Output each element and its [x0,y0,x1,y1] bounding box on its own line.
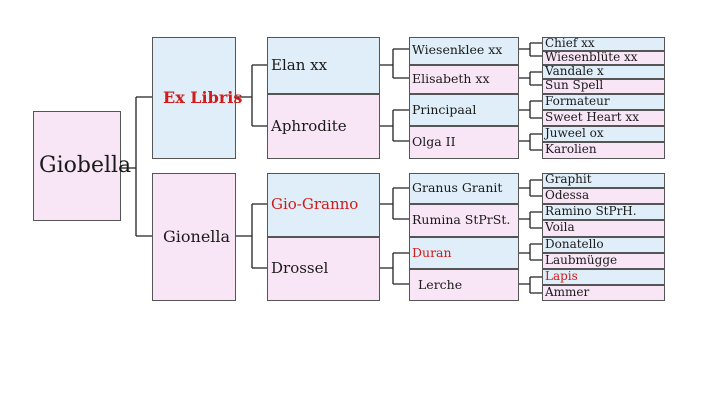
dsd-dam-name: Voila [545,220,575,234]
sdd-dam-name: Karolien [545,142,597,156]
sire-dam-box [267,94,380,159]
dds-dam-box [542,253,665,269]
ssd-dam-box [542,79,665,94]
subject-name: Giobella [39,153,132,178]
ss-sire-box [409,37,519,65]
dam-sire-name: Gio-Granno [271,195,359,213]
dam-name: Gionella [163,227,231,246]
dam-sire-box [267,173,380,237]
sds-dam-box [542,110,665,126]
ddd-dam-box [542,285,665,301]
dd-dam-box [409,269,519,301]
sdd-sire-name: Juweel ox [545,126,604,140]
sire-sire-name: Elan xx [271,56,328,74]
ssd-sire-name: Vandale x [545,64,604,78]
sd-dam-box [409,126,519,159]
sd-dam-name: Olga II [412,134,456,149]
sd-sire-box [409,94,519,126]
sds-sire-name: Formateur [545,94,610,108]
dam-dam-box [267,237,380,301]
dds-dam-name: Laubmügge [545,253,618,267]
dds-sire-name: Donatello [545,237,604,251]
sdd-dam-box [542,142,665,159]
sds-sire-box [542,94,665,110]
dd-sire-box [409,237,519,269]
sss-sire-name: Chief xx [545,36,595,50]
sd-sire-name: Principaal [412,102,477,117]
sss-dam-box [542,51,665,65]
sss-sire-box [542,37,665,51]
dd-dam-name: Lerche [418,277,463,292]
dam-dam-name: Drossel [271,259,329,277]
ss-dam-box [409,65,519,94]
ssd-sire-box [542,65,665,79]
dam-box [152,173,236,301]
dsd-dam-box [542,220,665,237]
ss-dam-name: Elisabeth xx [412,71,490,86]
dsd-sire-box [542,204,665,220]
dss-sire-box [542,173,665,188]
sire-name: Ex Libris [163,88,243,107]
dsd-sire-name: Ramino StPrH. [545,204,637,218]
subject-box [33,111,121,221]
ds-dam-box [409,204,519,237]
sire-dam-name: Aphrodite [271,117,347,135]
sdd-sire-box [542,126,665,142]
ddd-sire-name: Lapis [545,269,578,283]
ssd-dam-name: Sun Spell [545,78,604,92]
dss-dam-box [542,188,665,204]
ds-sire-box [409,173,519,204]
ds-sire-name: Granus Granit [412,180,503,195]
dss-dam-name: Odessa [545,188,590,202]
ddd-sire-box [542,269,665,285]
ds-dam-name: Rumina StPrSt. [412,212,511,227]
ss-sire-name: Wiesenklee xx [412,42,503,57]
sds-dam-name: Sweet Heart xx [545,110,639,124]
ddd-dam-name: Ammer [545,285,590,299]
sire-box [152,37,236,159]
sire-sire-box [267,37,380,94]
sss-dam-name: Wiesenblüte xx [545,50,638,64]
dd-sire-name: Duran [412,245,452,260]
dds-sire-box [542,237,665,253]
dss-sire-name: Graphit [545,172,592,186]
